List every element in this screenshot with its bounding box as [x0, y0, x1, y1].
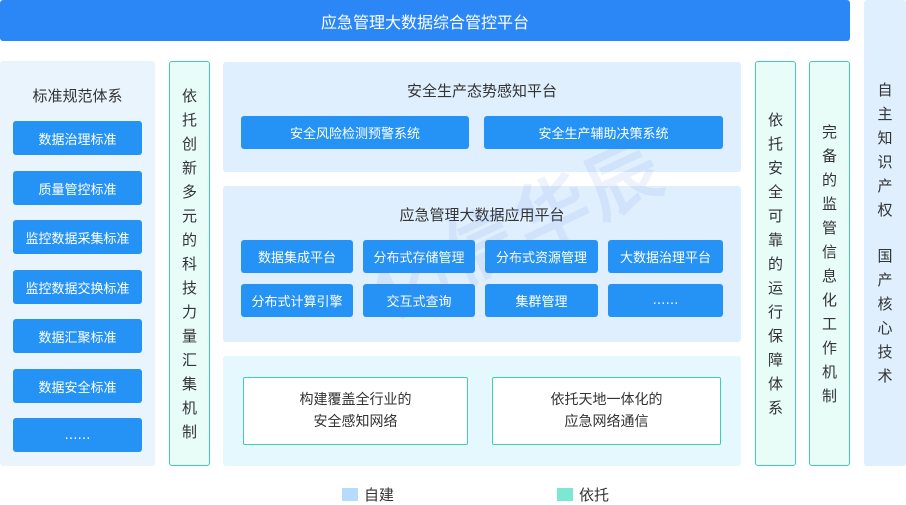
network-line2: 应急网络通信 [564, 414, 649, 430]
standard-item[interactable]: 监控数据交换标准 [13, 270, 142, 304]
app-item[interactable]: 数据集成平台 [241, 240, 353, 273]
innovation-mechanism-text: 依托创新多元的科技力量汇集机制 [181, 86, 197, 441]
legend-label: 依托 [579, 486, 610, 504]
risk-warning-system[interactable]: 安全风险检测预警系统 [241, 116, 469, 149]
network-panel: 构建覆盖全行业的 安全感知网络 依托天地一体化的 应急网络通信 [223, 356, 741, 466]
core-tech-panel: 自主知识产权 国产核心技术 [864, 0, 906, 466]
supervision-mechanism-box: 完备的监管信息化工作机制 [809, 61, 850, 466]
app-item[interactable]: 大数据治理平台 [608, 240, 723, 273]
perception-platform-title: 安全生产态势感知平台 [406, 82, 557, 100]
platform-title: 应急管理大数据综合管控平台 [320, 12, 529, 32]
perception-platform-panel: 安全生产态势感知平台 安全风险检测预警系统 安全生产辅助决策系统 [223, 62, 741, 172]
app-item[interactable]: 分布式计算引擎 [241, 284, 353, 317]
app-item[interactable]: 集群管理 [485, 284, 598, 317]
legend-label: 自建 [364, 486, 395, 504]
app-item[interactable]: 分布式存储管理 [363, 240, 475, 273]
standard-item[interactable]: 数据汇聚标准 [13, 319, 142, 353]
app-item[interactable]: 交互式查询 [363, 284, 475, 317]
legend-rely-on: 依托 [557, 484, 609, 505]
decision-support-system[interactable]: 安全生产辅助决策系统 [484, 116, 723, 149]
standard-item-more[interactable]: …… [13, 418, 142, 452]
operation-guarantee-text: 依托安全可靠的运行保障体系 [767, 110, 783, 417]
supervision-mechanism-text: 完备的监管信息化工作机制 [821, 122, 837, 405]
app-item-more[interactable]: …… [608, 284, 723, 317]
standards-title: 标准规范体系 [32, 87, 123, 105]
legend-swatch-self-built [342, 488, 358, 501]
core-tech-line1: 自主知识产权 [877, 81, 893, 219]
legend-self-built: 自建 [342, 484, 394, 505]
platform-title-bar: 应急管理大数据综合管控平台 [0, 0, 850, 41]
standard-item[interactable]: 质量管控标准 [13, 171, 142, 205]
standard-item[interactable]: 数据安全标准 [13, 369, 142, 403]
application-platform-panel: 应急管理大数据应用平台 数据集成平台 分布式存储管理 分布式资源管理 大数据治理… [223, 186, 741, 342]
network-line1: 构建覆盖全行业的 [299, 392, 412, 408]
network-line2: 安全感知网络 [313, 414, 398, 430]
app-item[interactable]: 分布式资源管理 [485, 240, 598, 273]
operation-guarantee-box: 依托安全可靠的运行保障体系 [755, 61, 796, 466]
emergency-communication-network[interactable]: 依托天地一体化的 应急网络通信 [492, 377, 721, 445]
core-tech-line2: 国产核心技术 [877, 247, 893, 385]
safety-perception-network[interactable]: 构建覆盖全行业的 安全感知网络 [243, 377, 468, 445]
standard-item[interactable]: 数据治理标准 [13, 121, 142, 155]
standard-item[interactable]: 监控数据采集标准 [13, 220, 142, 254]
innovation-mechanism-box: 依托创新多元的科技力量汇集机制 [169, 61, 210, 466]
network-line1: 依托天地一体化的 [550, 392, 663, 408]
standards-panel: 标准规范体系 数据治理标准 质量管控标准 监控数据采集标准 监控数据交换标准 数… [0, 61, 155, 466]
application-platform-title: 应急管理大数据应用平台 [399, 206, 565, 224]
legend-swatch-rely-on [557, 488, 573, 501]
